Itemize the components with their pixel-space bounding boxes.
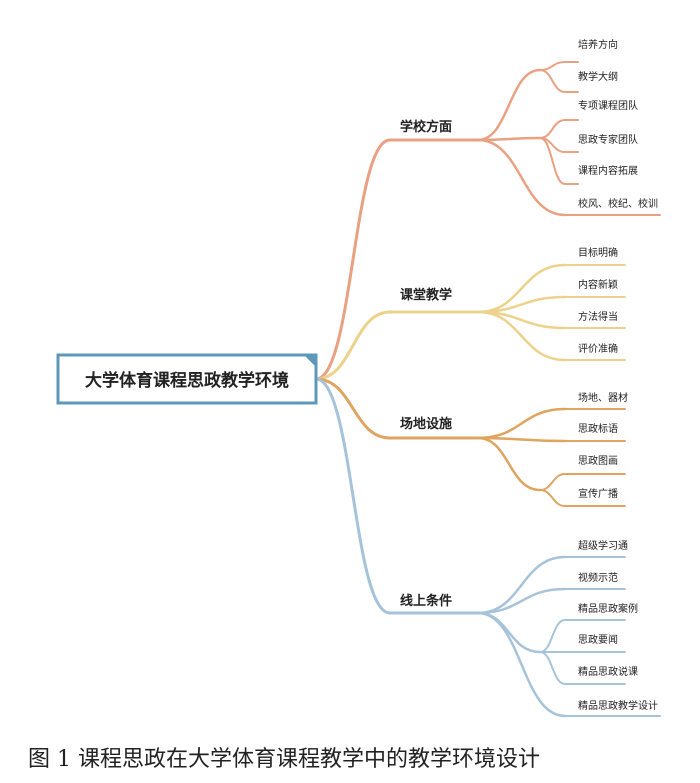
connector-lines — [314, 61, 661, 718]
root-label: 大学体育课程思政教学环境 — [85, 370, 289, 391]
leaf-label: 精品思政教学设计 — [578, 699, 658, 712]
connector-line — [476, 587, 567, 615]
connector-line — [314, 310, 392, 381]
branch-label-school: 学校方面 — [400, 119, 452, 135]
connector-line — [476, 138, 567, 217]
leaf-label: 精品思政说课 — [578, 665, 638, 678]
leaf-label: 课程内容拓展 — [578, 164, 638, 177]
leaf-label: 超级学习通 — [578, 539, 628, 552]
leaf-label: 宣传广播 — [578, 487, 618, 500]
leaf-label: 培养方向 — [578, 38, 618, 51]
connector-line — [539, 473, 566, 491]
leaf-label: 专项课程团队 — [578, 99, 638, 112]
leaf-label: 精品思政案例 — [578, 602, 638, 615]
leaf-label: 内容新颖 — [578, 278, 618, 291]
leaf-label: 思政图画 — [578, 454, 618, 467]
leaf-label: 方法得当 — [578, 310, 618, 323]
leaf-label: 思政专家团队 — [578, 133, 638, 146]
connector-line — [314, 377, 392, 615]
connector-line — [539, 651, 566, 685]
connector-line — [539, 137, 566, 185]
connector-line — [314, 138, 392, 381]
figure-caption: 图 1 课程思政在大学体育课程教学中的教学环境设计 — [28, 747, 540, 772]
leaf-label: 校风、校纪、校训 — [578, 197, 658, 210]
connector-line — [476, 407, 567, 440]
connector-line — [539, 489, 566, 507]
connector-line — [476, 68, 542, 142]
root-node: 大学体育课程思政教学环境 — [56, 353, 318, 405]
leaf-label: 视频示范 — [578, 571, 618, 584]
leaf-label: 教学大纲 — [578, 70, 618, 83]
connector-line — [314, 377, 392, 440]
connector-line — [476, 310, 567, 362]
connector-line — [539, 61, 566, 71]
leaf-label: 目标明确 — [578, 246, 618, 259]
connector-line — [476, 555, 567, 615]
connector-line — [476, 436, 567, 443]
branch-label-classroom: 课堂教学 — [400, 287, 452, 303]
leaf-label: 思政要闻 — [578, 633, 618, 646]
leaf-label: 思政标语 — [578, 422, 618, 435]
leaf-label: 场地、器材 — [578, 391, 628, 404]
connector-line — [476, 611, 542, 654]
connector-line — [539, 69, 566, 93]
branch-label-facilities: 场地设施 — [400, 416, 452, 432]
connector-line — [539, 619, 566, 653]
connector-line — [539, 119, 566, 139]
connector-line — [476, 263, 567, 314]
connector-line — [476, 436, 542, 492]
branch-label-online: 线上条件 — [400, 593, 452, 609]
mind-map: 大学体育课程思政教学环境 学校方面 课堂教学 场地设施 线上条件 培养方向 教学… — [56, 38, 661, 718]
connector-line — [476, 136, 542, 142]
leaf-label: 评价准确 — [578, 342, 618, 355]
